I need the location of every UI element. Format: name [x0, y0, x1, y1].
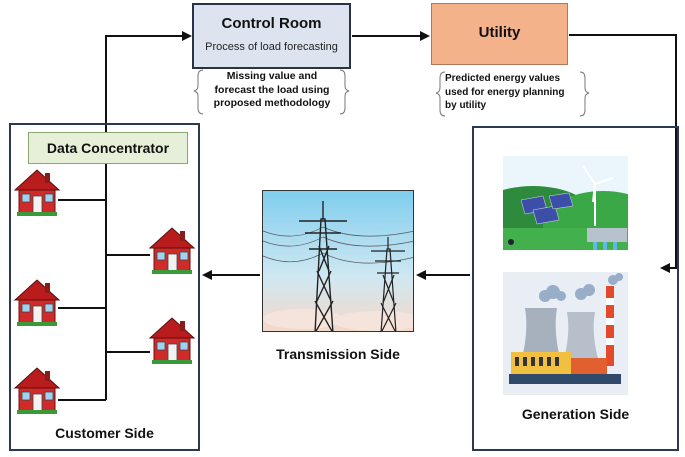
- arrow-utility-to-generation: [569, 34, 677, 273]
- utility-box: Utility: [431, 3, 568, 65]
- renewable-plant-icon: [503, 156, 628, 250]
- brace-control-room-note-right: [339, 69, 350, 115]
- transmission-side-label: Transmission Side: [276, 346, 400, 362]
- data-concentrator-box: Data Concentrator: [28, 132, 188, 164]
- customer-side-label: Customer Side: [55, 425, 154, 441]
- thermal-power-plant-icon: [503, 272, 628, 395]
- utility-note: Predicted energy values used for energy …: [445, 73, 565, 111]
- arrow-concentrator-to-control-room: [105, 31, 192, 132]
- brace-utility-note-right: [579, 71, 590, 117]
- control-room-title: Control Room: [221, 15, 322, 32]
- brace-utility-note: [435, 71, 446, 117]
- utility-title: Utility: [478, 24, 521, 41]
- transmission-tower-icon: [262, 190, 414, 332]
- brace-control-room-note: [193, 69, 204, 115]
- customer-side-frame: [9, 123, 200, 451]
- generation-side-frame: [472, 126, 679, 451]
- control-room-subtitle: Process of load forecasting: [205, 41, 338, 53]
- control-room-note: Missing value and forecast the load usin…: [213, 70, 331, 109]
- data-concentrator-title: Data Concentrator: [46, 140, 170, 156]
- generation-side-label: Generation Side: [521, 406, 630, 422]
- control-room-box: Control Room Process of load forecasting: [192, 3, 351, 69]
